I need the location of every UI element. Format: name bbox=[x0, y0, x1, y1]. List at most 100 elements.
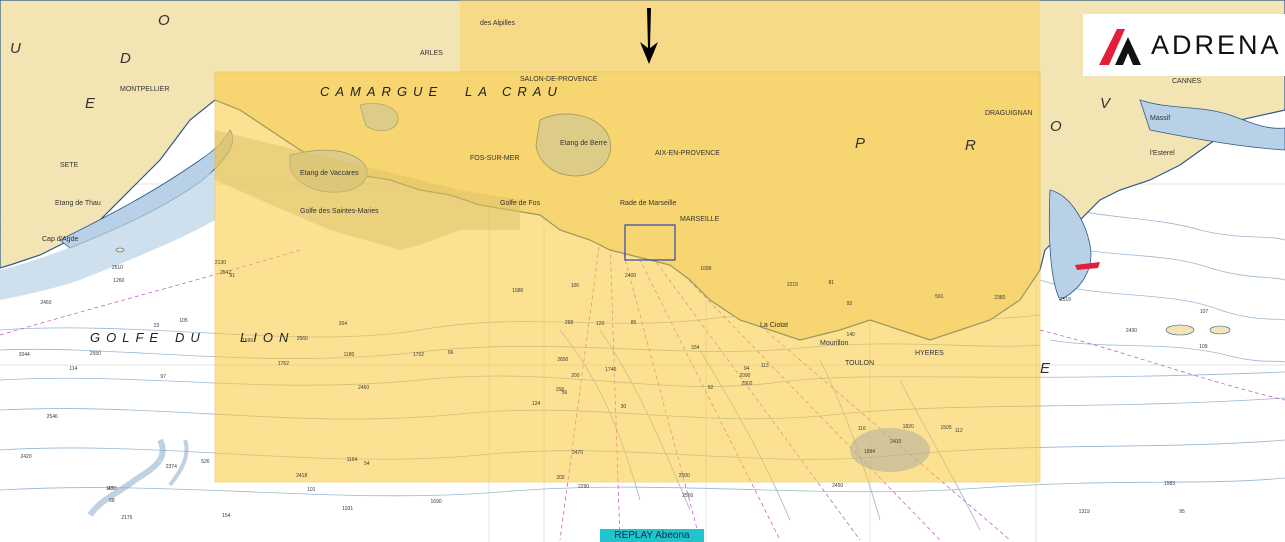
seamount bbox=[850, 428, 930, 472]
depth-sounding: 1702 bbox=[412, 351, 425, 358]
coastal-shelf bbox=[0, 170, 215, 300]
letter-e1: E bbox=[85, 95, 110, 112]
depth-sounding: 2560 bbox=[682, 492, 694, 499]
hazard-marker bbox=[1075, 262, 1100, 270]
depth-sounding: 112 bbox=[954, 427, 963, 434]
letter-d: D bbox=[120, 50, 145, 67]
depth-sounding: 101 bbox=[307, 487, 316, 494]
letter-v: V bbox=[1100, 95, 1125, 112]
depth-sounding: 1260 bbox=[113, 277, 125, 284]
depth-sounding: 2420 bbox=[20, 454, 32, 461]
depth-sounding: 81 bbox=[828, 279, 835, 286]
letter-e2: E bbox=[1040, 360, 1065, 377]
adrena-logo-icon bbox=[1099, 29, 1141, 65]
letter-p: P bbox=[855, 135, 880, 152]
depth-sounding: 116 bbox=[857, 426, 866, 433]
label-lion: LION bbox=[240, 330, 295, 345]
label-golfe-saintes-maries: Golfe des Saintes-Maries bbox=[300, 208, 379, 215]
depth-sounding: 2215 bbox=[786, 282, 798, 289]
depth-sounding: 526 bbox=[201, 458, 210, 465]
depth-sounding: 2430 bbox=[1125, 327, 1137, 334]
label-cannes: CANNES bbox=[1172, 78, 1202, 85]
label-fos: FOS-SUR-MER bbox=[470, 155, 520, 162]
depth-sounding: 2650 bbox=[557, 356, 569, 363]
depth-sounding: 2500 bbox=[678, 473, 690, 480]
label-esterel: l'Esterel bbox=[1150, 150, 1175, 157]
depth-sounding: 200 bbox=[571, 372, 580, 379]
label-arles: ARLES bbox=[420, 50, 443, 57]
depth-sounding: 2090 bbox=[739, 373, 751, 380]
depth-sounding: 1820 bbox=[902, 424, 914, 431]
depth-sounding: 56 bbox=[561, 390, 568, 397]
label-rade-marseille: Rade de Marseille bbox=[620, 200, 677, 207]
depth-sounding: 1190 bbox=[106, 486, 117, 493]
depth-sounding: 114 bbox=[69, 365, 78, 372]
chart-tile-north[interactable] bbox=[460, 0, 1040, 72]
label-camargue: CAMARGUE bbox=[320, 84, 444, 99]
depth-sounding: 2560 bbox=[296, 336, 308, 343]
letter-o1: O bbox=[158, 12, 184, 29]
label-alpilles: des Alpilles bbox=[480, 20, 516, 27]
label-la-crau: LA CRAU bbox=[465, 84, 563, 99]
depth-sounding: 106 bbox=[570, 283, 580, 290]
depth-sounding: 2374 bbox=[165, 463, 177, 470]
depth-sounding: 2546 bbox=[46, 414, 58, 421]
depth-sounding: 334 bbox=[691, 344, 700, 351]
depth-sounding: 124 bbox=[531, 401, 541, 408]
label-marseille: MARSEILLE bbox=[680, 216, 720, 223]
brand-name: ADRENA bbox=[1151, 29, 1282, 60]
depth-sounding: 2519 bbox=[1059, 297, 1071, 304]
depth-sounding: 2470 bbox=[572, 449, 584, 456]
depth-sounding: 66 bbox=[447, 349, 454, 356]
depth-sounding: 30 bbox=[620, 404, 627, 411]
depth-sounding: 140 bbox=[846, 332, 855, 339]
depth-sounding: 591 bbox=[935, 293, 944, 300]
depth-sounding: 2176 bbox=[121, 514, 133, 521]
depth-sounding: 2130 bbox=[214, 260, 227, 267]
label-etang-vaccares: Etang de Vaccares bbox=[300, 170, 359, 177]
depth-sounding: 2418 bbox=[296, 473, 308, 480]
depth-sounding: 92 bbox=[707, 385, 714, 392]
depth-sounding: 2450 bbox=[832, 483, 844, 490]
depth-sounding: 2410 bbox=[890, 439, 902, 446]
depth-sounding: 1931 bbox=[342, 505, 354, 512]
depth-sounding: 120 bbox=[596, 320, 605, 327]
depth-sounding: 1686 bbox=[700, 266, 712, 273]
label-massif: Massif bbox=[1150, 115, 1171, 122]
label-cap-agde: Cap d'Agde bbox=[42, 236, 79, 243]
letter-r: R bbox=[965, 137, 990, 154]
current-view-box[interactable] bbox=[624, 224, 676, 261]
label-hyeres: HYERES bbox=[915, 350, 944, 357]
depth-sounding: 113 bbox=[760, 363, 769, 370]
label-etang-thau: Etang de Thau bbox=[55, 200, 101, 207]
depth-sounding: 23 bbox=[153, 322, 160, 329]
selected-chart-area[interactable] bbox=[214, 71, 1041, 483]
label-du: DU bbox=[175, 330, 206, 345]
submarine-canyon-2 bbox=[168, 439, 189, 487]
island bbox=[115, 247, 125, 253]
depth-sounding: 2510 bbox=[111, 265, 123, 272]
island-porquerolles bbox=[1165, 324, 1195, 336]
label-aix: AIX-EN-PROVENCE bbox=[655, 150, 720, 157]
label-la-ciotat: La Ciotat bbox=[760, 322, 789, 329]
depth-sounding: 109 bbox=[1199, 343, 1208, 350]
island-port-cros bbox=[1209, 325, 1231, 335]
depth-sounding: 1690 bbox=[241, 338, 254, 345]
depth-sounding: 105 bbox=[179, 317, 188, 324]
label-draguignan: DRAGUIGNAN bbox=[985, 110, 1033, 117]
depth-sounding: 85 bbox=[630, 320, 637, 327]
label-mourillon: Mourillon bbox=[820, 340, 849, 347]
depth-sounding: 202 bbox=[556, 475, 565, 482]
replay-status-button[interactable]: REPLAY Abeona bbox=[600, 529, 704, 542]
depth-sounding: 2380 bbox=[994, 295, 1006, 302]
label-salon: SALON-DE-PROVENCE bbox=[520, 76, 598, 83]
depth-sounding: 2550 bbox=[89, 351, 101, 358]
depth-sounding: 54 bbox=[364, 460, 370, 467]
depth-sounding: 2460 bbox=[40, 299, 52, 306]
depth-sounding: 1319 bbox=[1078, 508, 1090, 515]
depth-sounding: 94 bbox=[743, 365, 750, 372]
depth-sounding: 2302 bbox=[741, 380, 753, 387]
label-etang-berre: Etang de Berre bbox=[560, 140, 608, 147]
depth-sounding: 1680 bbox=[512, 288, 524, 295]
